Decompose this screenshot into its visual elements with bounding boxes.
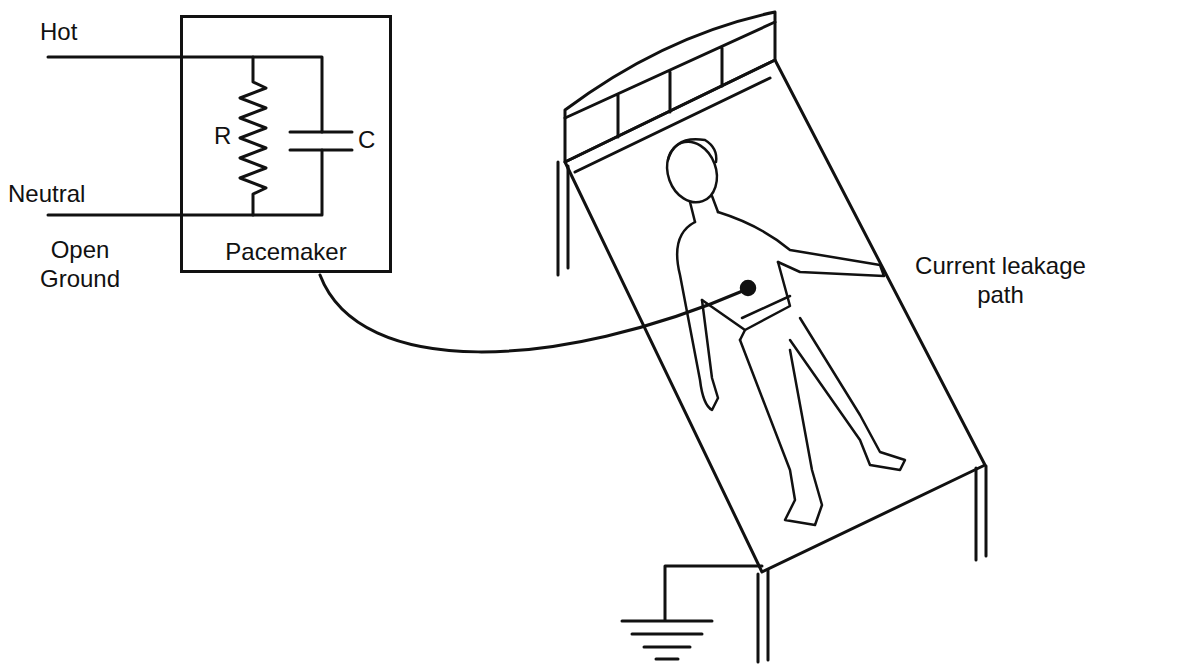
resistor-symbol — [240, 57, 266, 215]
headboard-panels — [565, 22, 775, 137]
bed-leg — [558, 162, 568, 275]
bed-frame — [565, 60, 985, 572]
bed-leg — [976, 466, 986, 560]
bed-leg — [758, 570, 768, 662]
patient — [659, 135, 905, 525]
headboard — [565, 12, 775, 162]
component-label: C — [358, 126, 375, 155]
component-label: R — [214, 122, 231, 151]
box-label: Pacemaker — [221, 238, 350, 270]
bed-edge — [575, 78, 770, 172]
ground-wire — [665, 566, 762, 620]
neutral-wire — [48, 150, 322, 215]
wire-label: Neutral — [8, 180, 85, 209]
capacitor-symbol — [290, 132, 352, 150]
ground-symbol — [622, 621, 712, 659]
hot-wire — [48, 57, 322, 132]
callout-label: Current leakage path — [898, 252, 1103, 310]
wire-label: Open Ground — [30, 236, 130, 294]
wire-label: Hot — [40, 18, 77, 47]
